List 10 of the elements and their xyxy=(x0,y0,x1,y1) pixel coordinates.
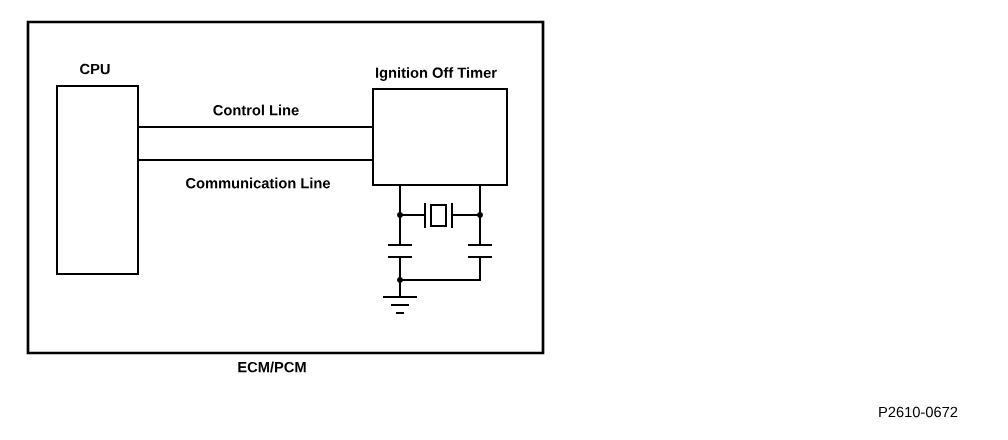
line-label: Communication Line xyxy=(186,177,330,189)
block-box: CPU xyxy=(56,63,139,275)
figure-code: P2610-0672 xyxy=(879,406,958,418)
node-label: Ignition Off Timer xyxy=(376,67,497,81)
node-label: ECM/PCM xyxy=(238,361,306,373)
signal-line xyxy=(138,126,373,128)
line-label: Control Line xyxy=(213,104,299,116)
block-box: Ignition Off Timer xyxy=(372,67,508,186)
node-label: CPU xyxy=(80,63,110,75)
signal-line xyxy=(138,159,373,161)
